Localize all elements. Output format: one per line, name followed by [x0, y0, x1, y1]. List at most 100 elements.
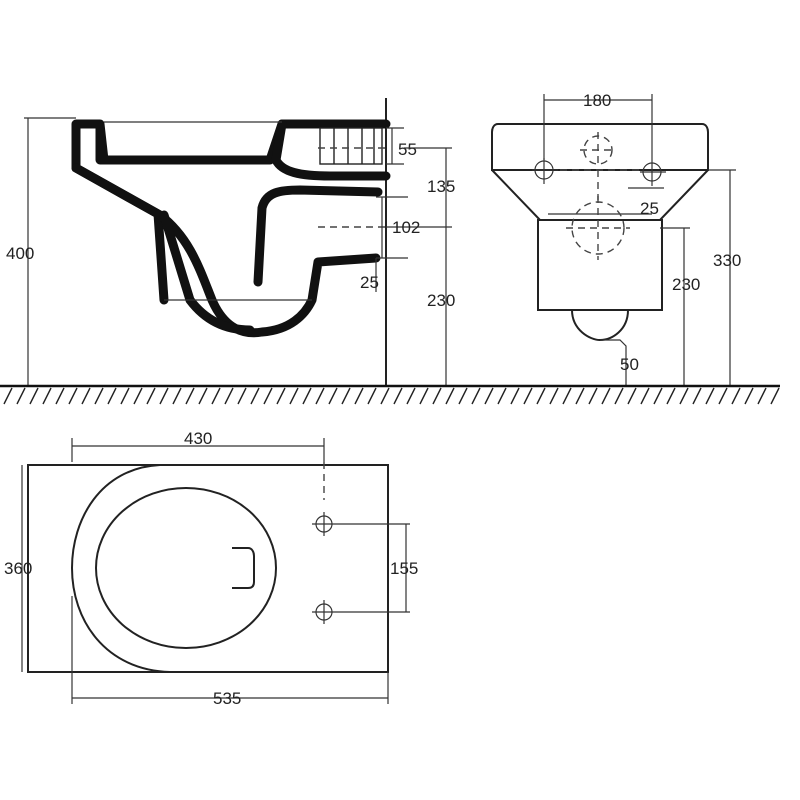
floor-hatch-mark [614, 387, 624, 405]
floor-hatch-mark [653, 387, 663, 405]
floor-hatch-mark [185, 387, 195, 405]
plan-outer-outline [27, 464, 389, 673]
floor-hatch-mark [263, 387, 273, 405]
floor-hatch-mark [601, 387, 611, 405]
side-rear-curve [271, 119, 391, 181]
floor-hatch-mark [419, 387, 429, 405]
floor-hatch-mark [42, 387, 52, 405]
front-taper [491, 169, 709, 221]
front-top-body [491, 123, 709, 171]
floor-hatch-mark [458, 387, 468, 405]
dim-front-25-label: 25 [640, 199, 659, 218]
dim-180-label: 180 [583, 91, 611, 110]
floor-hatch-mark [341, 387, 351, 405]
plan-seat-hinge [232, 547, 255, 589]
floor-hatch-mark [497, 387, 507, 405]
plan-view: 430 360 155 535 [4, 429, 418, 708]
floor-hatch-mark [354, 387, 364, 405]
floor-hatch-mark [471, 387, 481, 405]
dim-230-label: 230 [427, 291, 455, 310]
floor-hatch-mark [315, 387, 325, 405]
floor-hatch-mark [744, 387, 754, 405]
side-bowl-outer-outline [71, 119, 391, 305]
floor-hatch-mark [705, 387, 715, 405]
floor-hatch-mark [81, 387, 91, 405]
floor-hatch-mark [276, 387, 286, 405]
floor-hatch-mark [510, 387, 520, 405]
floor-hatch-mark [692, 387, 702, 405]
floor-hatch-mark [211, 387, 221, 405]
floor-hatch-mark [172, 387, 182, 405]
floor-hatch-mark [3, 387, 13, 405]
floor-hatch-mark [198, 387, 208, 405]
floor-hatch-mark [640, 387, 650, 405]
floor-hatch-mark [627, 387, 637, 405]
floor-hatch-mark [289, 387, 299, 405]
floor-hatch-mark [757, 387, 767, 405]
floor-hatch-mark [523, 387, 533, 405]
floor-hatch-mark [731, 387, 741, 405]
floor-hatch-mark [237, 387, 247, 405]
dim-102-label: 102 [392, 218, 420, 237]
floor-hatch-mark [68, 387, 78, 405]
floor-hatch-mark [432, 387, 442, 405]
plan-bolt-top-icon [312, 512, 336, 536]
floor-hatch-mark [120, 387, 130, 405]
front-bolt-left-icon [532, 158, 558, 184]
floor-hatch-mark [484, 387, 494, 405]
dim-360-label: 360 [4, 559, 32, 578]
dim-400-label: 400 [6, 244, 34, 263]
floor-hatch [3, 387, 780, 405]
front-bolt-right-icon [640, 160, 666, 186]
dim-front-230-label: 230 [672, 275, 700, 294]
dim-535-label: 535 [213, 689, 241, 708]
floor-hatch-mark [562, 387, 572, 405]
dim-155-label: 155 [390, 559, 418, 578]
floor-line [0, 384, 780, 405]
floor-hatch-mark [16, 387, 26, 405]
floor-hatch-mark [406, 387, 416, 405]
floor-hatch-mark [575, 387, 585, 405]
front-view: 180 25 230 330 50 [491, 91, 741, 385]
floor-hatch-mark [94, 387, 104, 405]
dim-25-label: 25 [360, 273, 379, 292]
floor-hatch-mark [380, 387, 390, 405]
plan-bolt-bottom-icon [312, 600, 336, 624]
front-lower-body [537, 219, 663, 311]
side-view: 400 55 135 230 102 25 [6, 98, 455, 385]
floor-hatch-mark [588, 387, 598, 405]
plan-seat-outer [70, 464, 388, 673]
dim-50-label: 50 [620, 355, 639, 374]
dim-430-label: 430 [184, 429, 212, 448]
front-inlet-icon [580, 132, 616, 168]
dim-330-label: 330 [713, 251, 741, 270]
floor-hatch-mark [29, 387, 39, 405]
floor-hatch-mark [393, 387, 403, 405]
inlet-box [319, 127, 383, 165]
dim-50-leader [600, 339, 627, 385]
floor-hatch-mark [146, 387, 156, 405]
floor-hatch-mark [367, 387, 377, 405]
front-outlet-icon [566, 196, 630, 260]
floor-hatch-mark [159, 387, 169, 405]
floor-hatch-mark [107, 387, 117, 405]
floor-hatch-mark [328, 387, 338, 405]
side-trap-channel [253, 185, 383, 287]
floor-hatch-mark [536, 387, 546, 405]
plan-bowl-opening [95, 487, 277, 649]
floor-hatch-mark [718, 387, 728, 405]
floor-hatch-mark [250, 387, 260, 405]
dim-55-label: 55 [398, 140, 417, 159]
floor-hatch-mark [133, 387, 143, 405]
floor-hatch-mark [549, 387, 559, 405]
floor-hatch-mark [445, 387, 455, 405]
front-outlet-bowl [571, 309, 629, 342]
floor-hatch-mark [770, 387, 780, 405]
floor-hatch-mark [666, 387, 676, 405]
floor-hatch-mark [55, 387, 65, 405]
floor-hatch-mark [302, 387, 312, 405]
dim-135-label: 135 [427, 177, 455, 196]
floor-hatch-mark [679, 387, 689, 405]
floor-hatch-mark [224, 387, 234, 405]
